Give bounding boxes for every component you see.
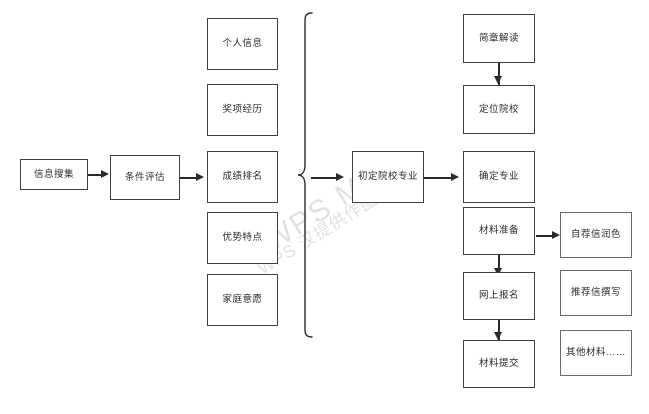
edge-material-to-signup [498,255,500,277]
node-info-collection-label: 信息搜集 [33,168,74,180]
edge-material-to-selfrec [536,235,556,237]
node-preliminary-major[interactable]: 初定院校专业 [352,151,424,203]
node-award-experience-label: 奖项经历 [222,104,263,116]
node-other-materials-label: 其他材料…… [565,347,626,359]
node-award-experience[interactable]: 奖项经历 [207,84,278,136]
node-personal-info-label: 个人信息 [222,38,263,50]
node-self-rec-letter-label: 自荐信润色 [570,229,621,241]
arrowhead-eval-to-grade [196,172,204,181]
arrowhead-signup-to-submit [494,332,502,340]
node-confirm-major[interactable]: 确定专业 [463,151,535,203]
arrowhead-preliminary-to-confirm [451,172,459,181]
node-brochure-reading-label: 简章解读 [478,32,519,44]
node-preliminary-major-label: 初定院校专业 [357,171,418,183]
edge-brace-to-preliminary [311,177,338,179]
node-material-prep[interactable]: 材料准备 [463,207,535,255]
node-locate-school[interactable]: 定位院校 [463,85,535,134]
node-strengths[interactable]: 优势特点 [207,212,278,264]
node-grade-ranking-label: 成绩排名 [222,171,263,183]
node-material-prep-label: 材料准备 [478,225,519,237]
node-online-signup[interactable]: 网上报名 [463,272,535,320]
edge-signup-to-submit [498,320,500,341]
node-rec-letter[interactable]: 推荐信撰写 [560,270,632,316]
node-locate-school-label: 定位院校 [478,103,519,115]
node-condition-eval[interactable]: 条件评估 [110,155,180,200]
arrowhead-material-to-selfrec [552,230,560,239]
arrowhead-brochure-to-locate [494,76,502,84]
node-confirm-major-label: 确定专业 [478,171,519,183]
node-material-submit-label: 材料提交 [478,358,519,370]
node-online-signup-label: 网上报名 [478,290,519,302]
edge-eval-to-grade [180,177,197,179]
node-family-wish-label: 家庭意愿 [222,294,263,306]
node-personal-info[interactable]: 个人信息 [207,18,278,70]
node-condition-eval-label: 条件评估 [124,171,165,183]
node-rec-letter-label: 推荐信撰写 [570,287,621,299]
edge-preliminary-to-confirm [424,177,452,179]
node-material-submit[interactable]: 材料提交 [463,340,535,388]
node-other-materials[interactable]: 其他材料…… [560,330,632,376]
node-brochure-reading[interactable]: 简章解读 [463,14,535,63]
edge-info-to-eval [88,174,102,176]
node-strengths-label: 优势特点 [222,232,263,244]
edge-brochure-to-locate [498,63,500,85]
node-self-rec-letter[interactable]: 自荐信润色 [560,212,632,258]
arrowhead-info-to-eval [101,169,109,178]
node-family-wish[interactable]: 家庭意愿 [207,274,278,326]
group-brace [297,12,313,338]
arrowhead-brace-to-preliminary [336,172,344,181]
node-grade-ranking[interactable]: 成绩排名 [207,151,278,203]
node-info-collection[interactable]: 信息搜集 [20,159,88,190]
